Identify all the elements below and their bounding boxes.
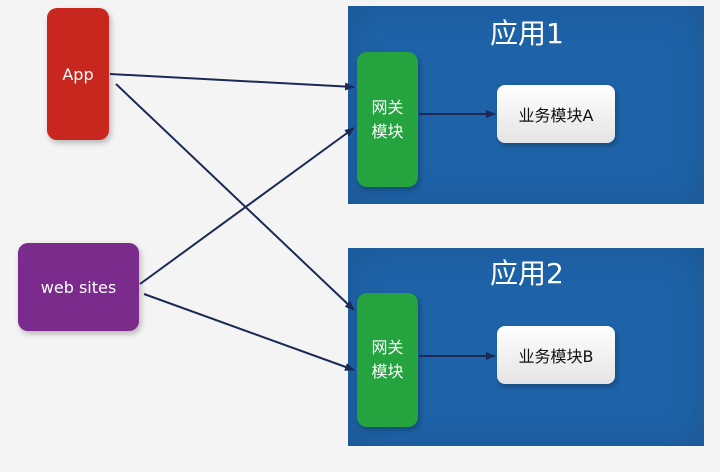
web-sites-client-node: web sites [18,243,139,331]
gateway-module-2: 网关模块 [357,293,418,427]
arrow-app-to-gateway-1 [109,73,355,91]
business-module-b: 业务模块B [497,326,615,384]
arrow-app-to-gateway-2 [115,83,355,311]
business-module-a-label: 业务模块A [518,106,594,125]
app-1-title: 应用1 [490,17,564,50]
web-sites-client-label: web sites [40,277,117,297]
gateway-module-1: 网关模块 [357,52,418,187]
business-module-b-label: 业务模块B [518,347,594,366]
app-client-label: App [62,64,94,84]
app-2-title: 应用2 [490,257,564,290]
arrow-web-to-gateway-2 [143,293,355,371]
app-client-node: App [47,8,109,140]
gateway-module-2-label: 网关模块 [371,338,404,381]
business-module-a: 业务模块A [497,85,615,143]
gateway-module-1-label: 网关模块 [371,97,404,141]
arrow-web-to-gateway-1 [139,127,355,285]
